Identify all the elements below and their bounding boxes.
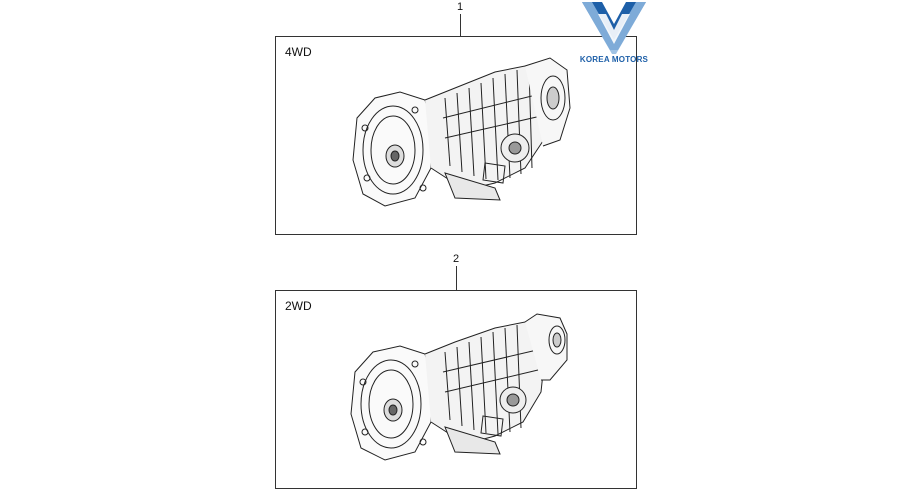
korea-motors-logo-icon [582,2,646,54]
panel-2wd: 2WD [275,290,637,489]
brand-name: KOREA MOTORS [579,55,649,64]
callout-number-2: 2 [453,253,460,265]
automatic-transmission-2wd-icon [350,313,568,461]
callout-number-1: 1 [457,1,464,13]
leader-line-2 [456,266,457,290]
panel-label-4wd: 4WD [285,45,312,59]
panel-label-2wd: 2WD [285,299,312,313]
automatic-transmission-4wd-icon [352,57,571,207]
leader-line-1 [460,14,461,36]
